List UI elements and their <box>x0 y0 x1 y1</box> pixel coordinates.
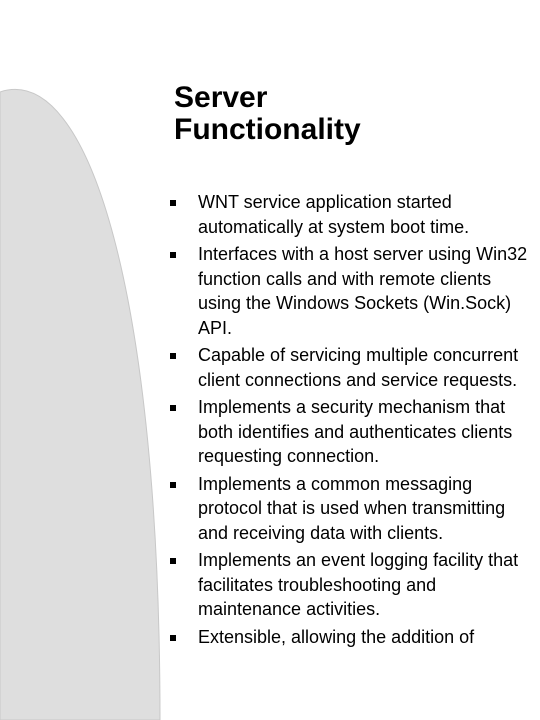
list-item: Extensible, allowing the addition of <box>165 625 535 650</box>
background-arc <box>0 89 161 720</box>
square-bullet-icon <box>170 405 176 411</box>
square-bullet-icon <box>170 481 176 488</box>
square-bullet-icon <box>170 252 176 258</box>
square-bullet-icon <box>170 200 176 206</box>
slide-title: Server Functionality <box>174 82 361 146</box>
bullet-text: WNT service application started automati… <box>198 192 470 237</box>
square-bullet-icon <box>170 558 176 564</box>
list-item: Interfaces with a host server using Win3… <box>165 242 535 340</box>
bullet-text: Capable of servicing multiple concurrent… <box>198 345 519 390</box>
bullet-list: WNT service application started automati… <box>165 190 535 652</box>
list-item: Implements a security mechanism that bot… <box>165 395 535 469</box>
list-item: Implements a common messaging protocol t… <box>165 472 535 546</box>
list-item: Implements an event logging facility tha… <box>165 548 535 622</box>
bullet-text: Extensible, allowing the addition of <box>198 626 475 647</box>
square-bullet-icon <box>170 634 176 641</box>
slide-title-line-2: Functionality <box>174 113 361 146</box>
bullet-text: Implements a security mechanism that bot… <box>198 397 513 466</box>
list-item: Capable of servicing multiple concurrent… <box>165 343 535 392</box>
list-item: WNT service application started automati… <box>165 190 535 239</box>
square-bullet-icon <box>170 353 176 359</box>
bullet-text: Interfaces with a host server using Win3… <box>198 244 528 338</box>
slide-title-line-1: Server <box>174 81 268 114</box>
bullet-text: Implements an event logging facility tha… <box>198 550 519 619</box>
bullet-text: Implements a common messaging protocol t… <box>198 473 506 543</box>
